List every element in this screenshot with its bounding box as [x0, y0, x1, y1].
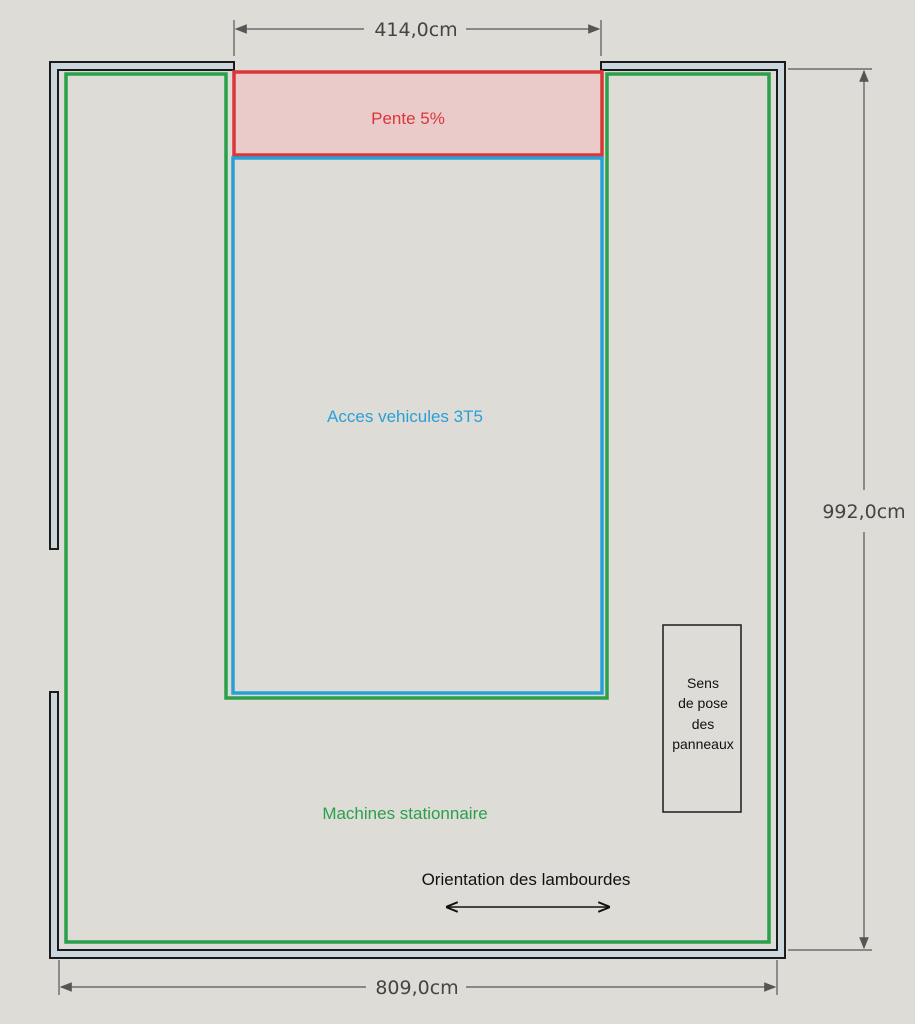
- right-dimension-value: 992,0cm: [822, 501, 905, 523]
- vehicle-access-zone: [231, 156, 604, 695]
- top-dimension: 414,0cm: [233, 19, 602, 56]
- top-dimension-value: 414,0cm: [374, 19, 457, 41]
- panel-direction-box: Sens de pose des panneaux: [662, 624, 742, 813]
- panel-note-line-2: de pose: [678, 695, 728, 711]
- machines-label: Machines stationnaire: [322, 804, 487, 823]
- joist-orientation-label: Orientation des lambourdes: [422, 870, 631, 889]
- slope-zone: [232, 70, 604, 157]
- walls: [49, 61, 786, 959]
- bottom-dimension: 809,0cm: [58, 960, 778, 999]
- machines-zone-outline: [64, 72, 771, 944]
- wall-main: [49, 61, 786, 959]
- slope-label: Pente 5%: [371, 109, 445, 128]
- right-dimension: 992,0cm: [788, 68, 906, 951]
- wall-top-left: [49, 61, 235, 550]
- panel-direction-frame: [662, 624, 742, 813]
- bottom-dimension-value: 809,0cm: [375, 977, 458, 999]
- vehicle-access-label: Acces vehicules 3T5: [327, 407, 483, 426]
- panel-note-line-4: panneaux: [672, 736, 734, 752]
- panel-note-line-1: Sens: [687, 675, 719, 691]
- panel-note-line-3: des: [692, 716, 715, 732]
